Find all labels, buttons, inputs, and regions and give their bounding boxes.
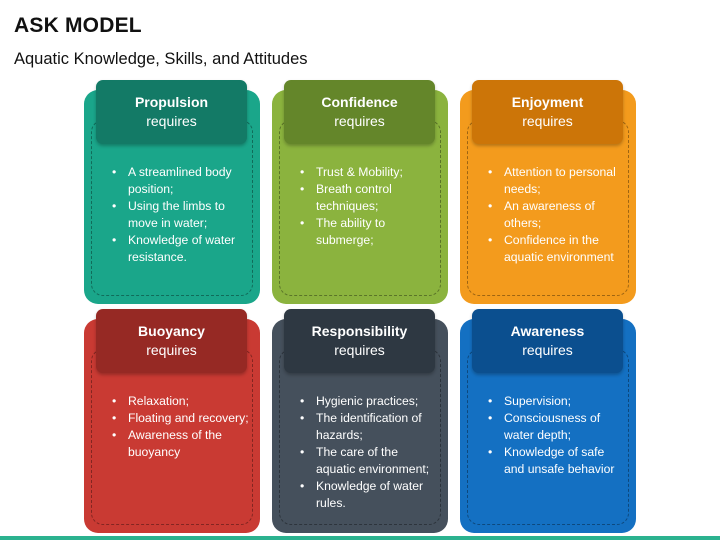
list-item: Floating and recovery; xyxy=(108,410,250,427)
list-item: A streamlined body position; xyxy=(108,164,250,198)
list-item: The identification of hazards; xyxy=(296,410,438,444)
card-buoyancy: Buoyancy requires Relaxation; Floating a… xyxy=(84,309,260,533)
card-responsibility: Responsibility requires Hygienic practic… xyxy=(272,309,448,533)
card-title: Awareness xyxy=(510,323,585,339)
card-header: Propulsion requires xyxy=(96,80,247,144)
card-propulsion: Propulsion requires A streamlined body p… xyxy=(84,80,260,304)
card-header: Responsibility requires xyxy=(284,309,435,373)
card-title: Confidence xyxy=(321,94,398,110)
list-item: Knowledge of water resistance. xyxy=(108,232,250,266)
card-confidence: Confidence requires Trust & Mobility; Br… xyxy=(272,80,448,304)
list-item: Hygienic practices; xyxy=(296,393,438,410)
list-item: Supervision; xyxy=(484,393,626,410)
card-subtitle: requires xyxy=(522,113,573,129)
card-subtitle: requires xyxy=(334,113,385,129)
card-title: Propulsion xyxy=(134,94,209,110)
card-title: Buoyancy xyxy=(138,323,205,339)
card-header: Enjoyment requires xyxy=(472,80,623,144)
page-title: ASK MODEL xyxy=(14,14,142,37)
card-bullet-list: Supervision; Consciousness of water dept… xyxy=(484,393,626,478)
card-bullet-list: Trust & Mobility; Breath control techniq… xyxy=(296,164,438,249)
card-subtitle: requires xyxy=(522,342,573,358)
card-header: Buoyancy requires xyxy=(96,309,247,373)
card-enjoyment: Enjoyment requires Attention to personal… xyxy=(460,80,636,304)
card-header: Confidence requires xyxy=(284,80,435,144)
card-subtitle: requires xyxy=(334,342,385,358)
list-item: Consciousness of water depth; xyxy=(484,410,626,444)
list-item: Attention to personal needs; xyxy=(484,164,626,198)
list-item: Trust & Mobility; xyxy=(296,164,438,181)
card-title: Enjoyment xyxy=(511,94,584,110)
list-item: An awareness of others; xyxy=(484,198,626,232)
card-bullet-list: Hygienic practices; The identification o… xyxy=(296,393,438,512)
list-item: Knowledge of safe and unsafe behavior xyxy=(484,444,626,478)
card-subtitle: requires xyxy=(146,113,197,129)
list-item: Knowledge of water rules. xyxy=(296,478,438,512)
card-subtitle: requires xyxy=(146,342,197,358)
card-bullet-list: Relaxation; Floating and recovery; Aware… xyxy=(108,393,250,461)
list-item: The ability to submerge; xyxy=(296,215,438,249)
bottom-accent-bar xyxy=(0,536,720,540)
list-item: Breath control techniques; xyxy=(296,181,438,215)
card-bullet-list: A streamlined body position; Using the l… xyxy=(108,164,250,266)
card-awareness: Awareness requires Supervision; Consciou… xyxy=(460,309,636,533)
list-item: Relaxation; xyxy=(108,393,250,410)
list-item: Confidence in the aquatic environment xyxy=(484,232,626,266)
page-subtitle: Aquatic Knowledge, Skills, and Attitudes xyxy=(14,50,308,68)
list-item: Using the limbs to move in water; xyxy=(108,198,250,232)
card-bullet-list: Attention to personal needs; An awarenes… xyxy=(484,164,626,266)
list-item: The care of the aquatic environment; xyxy=(296,444,438,478)
card-header: Awareness requires xyxy=(472,309,623,373)
list-item: Awareness of the buoyancy xyxy=(108,427,250,461)
card-title: Responsibility xyxy=(311,323,408,339)
